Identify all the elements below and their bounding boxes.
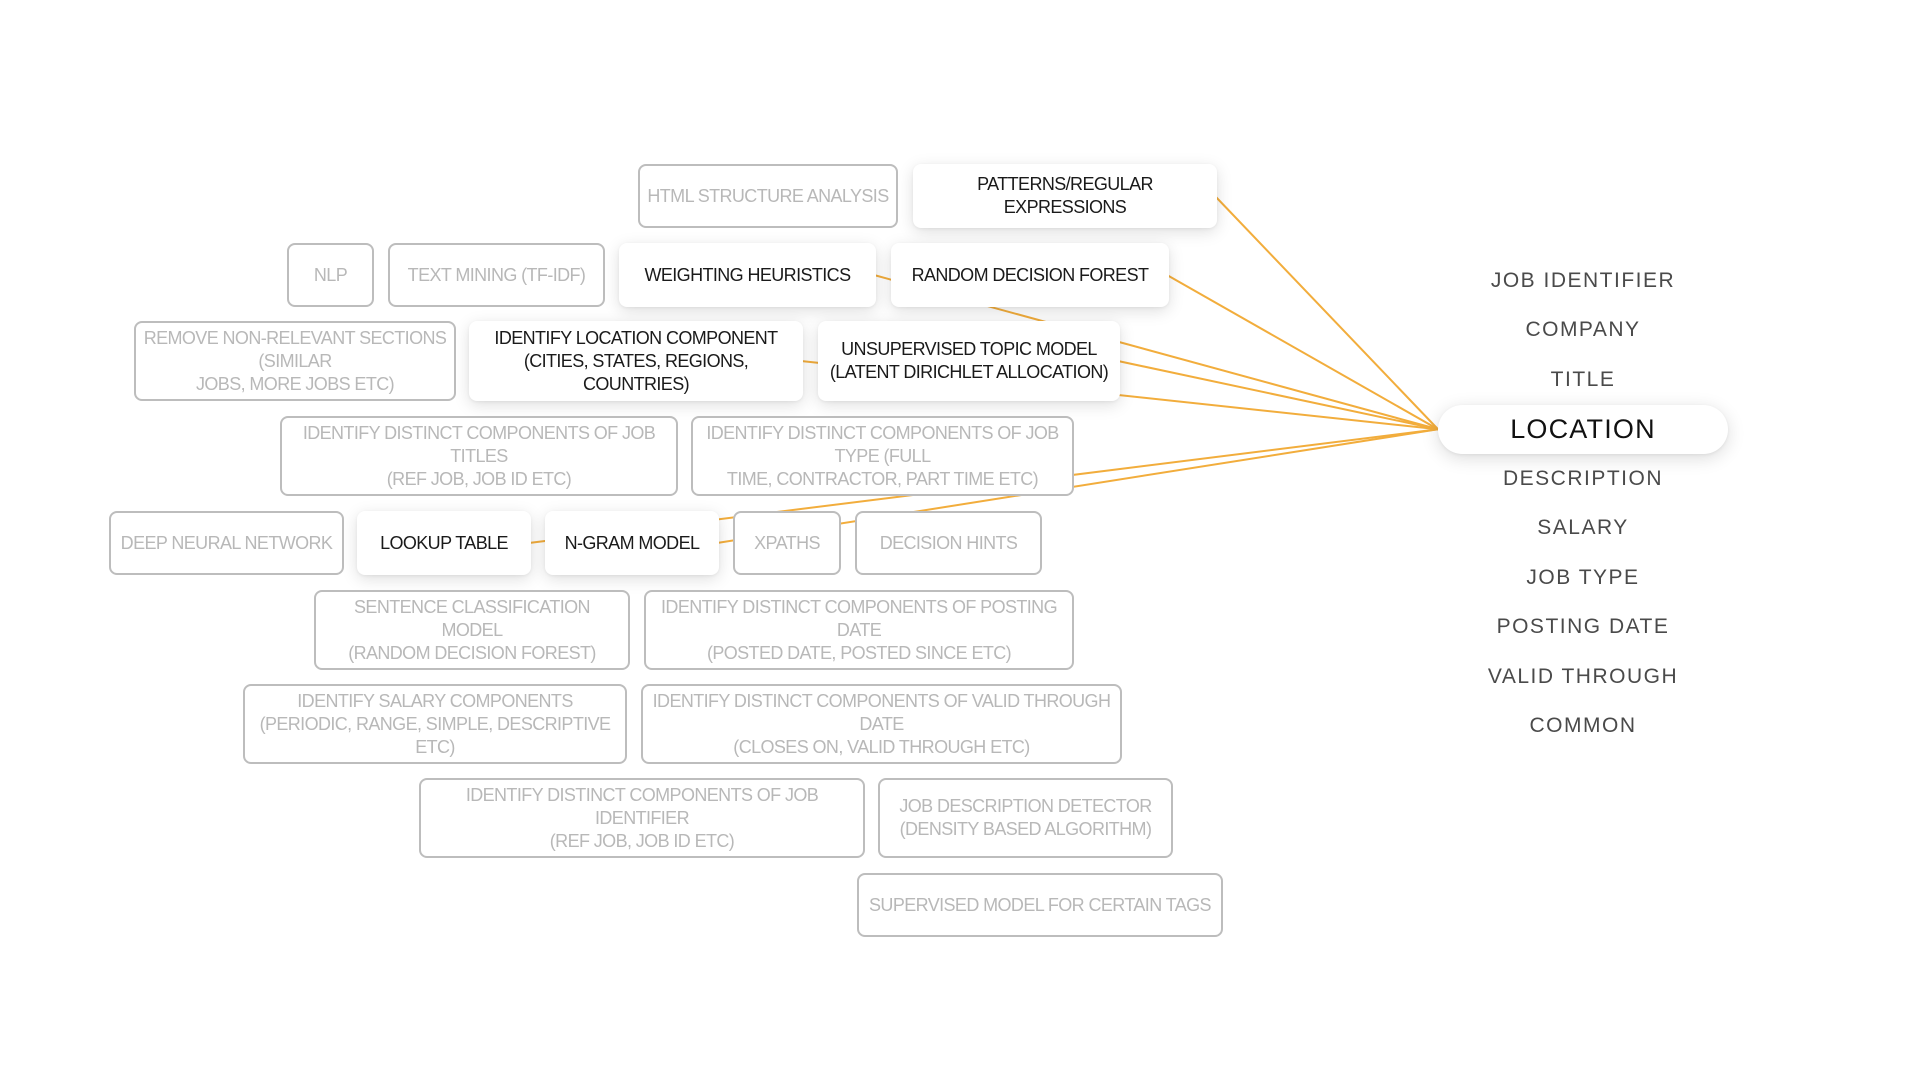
node-label: IDENTIFY DISTINCT COMPONENTS OF JOB TYPE… <box>706 422 1059 489</box>
field-label: COMMON <box>1529 714 1637 738</box>
node-label: TEXT MINING (TF-IDF) <box>407 264 586 285</box>
node-label: IDENTIFY DISTINCT COMPONENTS OF POSTING … <box>661 596 1058 663</box>
node-n-gram-model[interactable]: N-GRAM MODEL <box>545 511 719 575</box>
node-html-structure-analysis[interactable]: HTML STRUCTURE ANALYSIS <box>638 164 898 228</box>
node-label: PATTERNS/REGULAR EXPRESSIONS <box>977 174 1153 217</box>
field-salary[interactable]: SALARY <box>1438 504 1728 554</box>
node-sentence-classification-model[interactable]: SENTENCE CLASSIFICATION MODEL (RANDOM DE… <box>314 590 630 670</box>
field-label: SALARY <box>1537 516 1629 540</box>
link-patterns-regular-expressions <box>1214 195 1439 430</box>
node-valid-through-date-components[interactable]: IDENTIFY DISTINCT COMPONENTS OF VALID TH… <box>641 684 1122 764</box>
node-label: JOB DESCRIPTION DETECTOR (DENSITY BASED … <box>899 796 1152 839</box>
field-label: LOCATION <box>1510 413 1656 444</box>
node-label: NLP <box>313 264 348 285</box>
field-label: JOB TYPE <box>1526 565 1640 589</box>
node-weighting-heuristics[interactable]: WEIGHTING HEURISTICS <box>619 243 876 307</box>
node-label: IDENTIFY LOCATION COMPONENT (CITIES, STA… <box>494 327 778 394</box>
field-company[interactable]: COMPANY <box>1438 306 1728 356</box>
node-label: LOOKUP TABLE <box>380 532 508 553</box>
node-posting-date-components[interactable]: IDENTIFY DISTINCT COMPONENTS OF POSTING … <box>644 590 1074 670</box>
node-salary-components[interactable]: IDENTIFY SALARY COMPONENTS (PERIODIC, RA… <box>243 684 627 764</box>
node-remove-non-relevant-sections[interactable]: REMOVE NON-RELEVANT SECTIONS (SIMILAR JO… <box>134 321 456 401</box>
node-label: N-GRAM MODEL <box>564 532 700 553</box>
field-posting-date[interactable]: POSTING DATE <box>1438 603 1728 653</box>
field-label: JOB IDENTIFIER <box>1490 268 1676 292</box>
node-label: RANDOM DECISION FOREST <box>911 264 1149 285</box>
node-deep-neural-network[interactable]: DEEP NEURAL NETWORK <box>109 511 344 575</box>
field-label: COMPANY <box>1525 318 1641 342</box>
node-label: IDENTIFY SALARY COMPONENTS (PERIODIC, RA… <box>259 690 611 757</box>
node-label: SENTENCE CLASSIFICATION MODEL (RANDOM DE… <box>348 596 596 663</box>
field-job-identifier[interactable]: JOB IDENTIFIER <box>1438 256 1728 306</box>
node-label: XPATHS <box>754 532 820 553</box>
field-job-type[interactable]: JOB TYPE <box>1438 553 1728 603</box>
node-supervised-model-certain-tags[interactable]: SUPERVISED MODEL FOR CERTAIN TAGS <box>857 873 1223 937</box>
node-job-titles-components[interactable]: IDENTIFY DISTINCT COMPONENTS OF JOB TITL… <box>280 416 678 496</box>
node-label: IDENTIFY DISTINCT COMPONENTS OF JOB TITL… <box>302 422 656 489</box>
field-location[interactable]: LOCATION <box>1438 404 1728 455</box>
field-common[interactable]: COMMON <box>1438 702 1728 752</box>
node-xpaths[interactable]: XPATHS <box>733 511 841 575</box>
field-description[interactable]: DESCRIPTION <box>1438 454 1728 504</box>
node-label: REMOVE NON-RELEVANT SECTIONS (SIMILAR JO… <box>143 327 447 394</box>
node-unsupervised-topic-model[interactable]: UNSUPERVISED TOPIC MODEL (LATENT DIRICHL… <box>818 321 1120 401</box>
node-label: HTML STRUCTURE ANALYSIS <box>647 185 889 206</box>
node-label: IDENTIFY DISTINCT COMPONENTS OF JOB IDEN… <box>465 784 819 851</box>
field-label: POSTING DATE <box>1496 615 1670 639</box>
node-identify-location-component[interactable]: IDENTIFY LOCATION COMPONENT (CITIES, STA… <box>469 321 803 401</box>
link-random-decision-forest <box>1166 274 1439 431</box>
link-unsupervised-topic-model <box>1117 360 1439 431</box>
node-label: SUPERVISED MODEL FOR CERTAIN TAGS <box>869 894 1212 915</box>
node-job-identifier-components[interactable]: IDENTIFY DISTINCT COMPONENTS OF JOB IDEN… <box>419 778 865 858</box>
node-text-mining[interactable]: TEXT MINING (TF-IDF) <box>388 243 605 307</box>
node-random-decision-forest[interactable]: RANDOM DECISION FOREST <box>891 243 1169 307</box>
field-label: TITLE <box>1550 367 1616 391</box>
node-lookup-table[interactable]: LOOKUP TABLE <box>357 511 531 575</box>
node-label: DECISION HINTS <box>879 532 1018 553</box>
node-label: UNSUPERVISED TOPIC MODEL (LATENT DIRICHL… <box>829 339 1109 382</box>
node-label: DEEP NEURAL NETWORK <box>120 532 333 553</box>
node-label: IDENTIFY DISTINCT COMPONENTS OF VALID TH… <box>652 690 1111 757</box>
field-label: DESCRIPTION <box>1502 466 1663 490</box>
field-title[interactable]: TITLE <box>1438 355 1728 405</box>
node-job-description-detector[interactable]: JOB DESCRIPTION DETECTOR (DENSITY BASED … <box>878 778 1173 858</box>
field-valid-through[interactable]: VALID THROUGH <box>1438 652 1728 702</box>
field-list: JOB IDENTIFIER COMPANY TITLE LOCATION DE… <box>1438 256 1728 751</box>
node-nlp[interactable]: NLP <box>287 243 374 307</box>
node-decision-hints[interactable]: DECISION HINTS <box>855 511 1042 575</box>
field-label: VALID THROUGH <box>1487 664 1679 688</box>
node-label: WEIGHTING HEURISTICS <box>644 264 851 285</box>
node-patterns-regular-expressions[interactable]: PATTERNS/REGULAR EXPRESSIONS <box>913 164 1217 228</box>
node-job-type-components[interactable]: IDENTIFY DISTINCT COMPONENTS OF JOB TYPE… <box>691 416 1074 496</box>
